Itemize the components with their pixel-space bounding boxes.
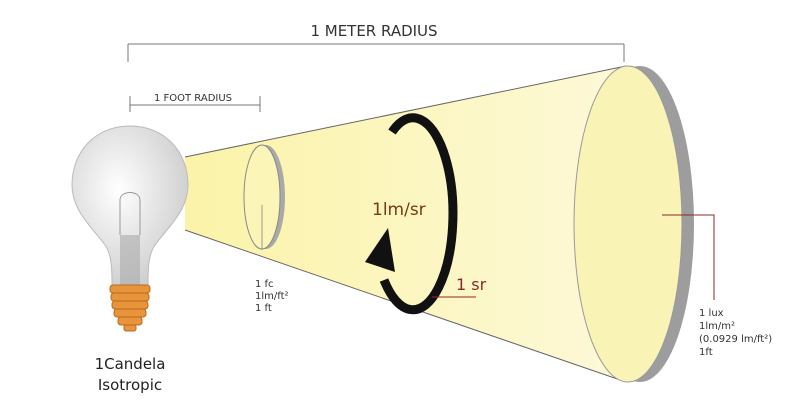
light-cone: [185, 66, 626, 382]
source-label-line2: Isotropic: [98, 376, 162, 394]
arrow-head-icon: [365, 228, 395, 272]
near-label-lmft2: 1lm/ft²: [255, 291, 289, 302]
bulb-base: [109, 284, 151, 332]
light-bulb: [71, 125, 189, 332]
meter-radius-label: 1 METER RADIUS: [310, 22, 437, 40]
foot-radius-label: 1 FOOT RADIUS: [154, 93, 232, 104]
far-surface-pointer: [662, 214, 715, 300]
near-label-fc: 1 fc: [255, 279, 274, 290]
steradian-arrow: [379, 113, 458, 315]
far-surface: [573, 65, 683, 383]
far-label-conversion: (0.0929 lm/ft²): [699, 334, 772, 345]
near-label-ft: 1 ft: [255, 303, 272, 314]
far-label-lux: 1 lux: [699, 308, 724, 319]
far-label-lmm2: 1lm/m²: [699, 321, 735, 332]
foot-radius-dimension: 1 FOOT RADIUS: [129, 93, 261, 112]
far-label-ft: 1ft: [699, 347, 713, 358]
steradian-label: 1 sr: [456, 275, 487, 294]
meter-radius-dimension: 1 METER RADIUS: [127, 22, 625, 62]
source-label-line1: 1Candela: [95, 355, 166, 373]
intensity-label: 1lm/sr: [372, 200, 426, 220]
